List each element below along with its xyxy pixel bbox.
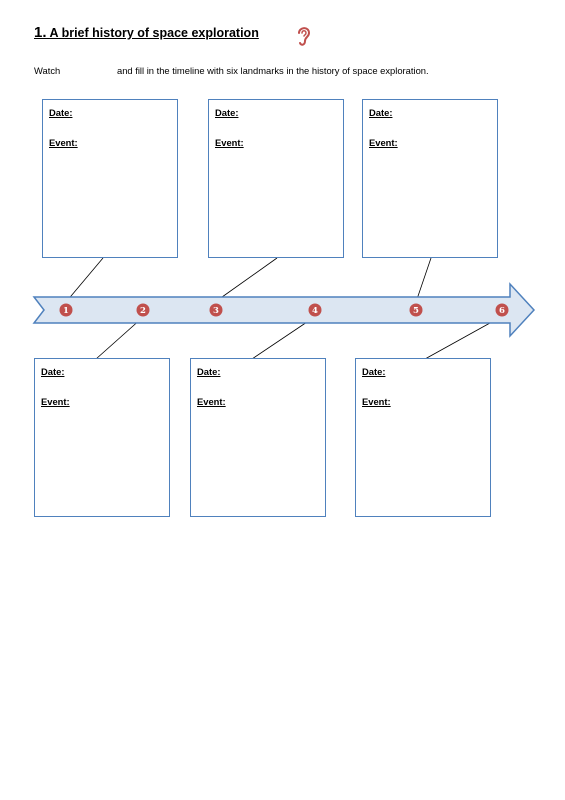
ear-icon — [298, 27, 311, 46]
date-label: Date: — [362, 366, 386, 377]
page-title: 1. A brief history of space exploration — [34, 24, 259, 41]
connector-line — [95, 317, 143, 360]
marker-number: 1 — [63, 306, 69, 316]
marker-number: 6 — [499, 306, 505, 316]
event-label: Event: — [49, 137, 78, 148]
landmark-box-1[interactable]: Date: Event: — [42, 99, 178, 258]
connector-line — [424, 317, 500, 360]
title-number: 1. — [34, 24, 47, 41]
date-label: Date: — [41, 366, 65, 377]
date-label: Date: — [197, 366, 221, 377]
marker-number: 5 — [413, 306, 419, 316]
marker-number: 4 — [312, 306, 318, 316]
instruction-text: and fill in the timeline with six landma… — [117, 65, 429, 76]
landmark-box-3[interactable]: Date: Event: — [362, 99, 498, 258]
connector-line — [251, 317, 314, 360]
marker-4: 4 — [308, 303, 322, 317]
landmark-box-4[interactable]: Date: Event: — [34, 358, 170, 517]
marker-2: 2 — [136, 303, 150, 317]
event-label: Event: — [362, 396, 391, 407]
marker-3: 3 — [209, 303, 223, 317]
connector-line — [214, 257, 278, 303]
marker-1: 1 — [59, 303, 73, 317]
title-text: A brief history of space exploration — [49, 26, 259, 40]
date-label: Date: — [215, 107, 239, 118]
marker-5: 5 — [409, 303, 423, 317]
landmark-box-6[interactable]: Date: Event: — [355, 358, 491, 517]
landmark-box-2[interactable]: Date: Event: — [208, 99, 344, 258]
date-label: Date: — [49, 107, 73, 118]
event-label: Event: — [215, 137, 244, 148]
connector-line — [415, 257, 432, 303]
connector-line — [65, 257, 104, 303]
marker-number: 2 — [140, 306, 146, 316]
timeline-arrow — [32, 282, 536, 338]
instruction-watch: Watch — [34, 65, 61, 76]
date-label: Date: — [369, 107, 393, 118]
event-label: Event: — [197, 396, 226, 407]
marker-6: 6 — [495, 303, 509, 317]
event-label: Event: — [369, 137, 398, 148]
marker-number: 3 — [213, 306, 219, 316]
landmark-box-5[interactable]: Date: Event: — [190, 358, 326, 517]
event-label: Event: — [41, 396, 70, 407]
